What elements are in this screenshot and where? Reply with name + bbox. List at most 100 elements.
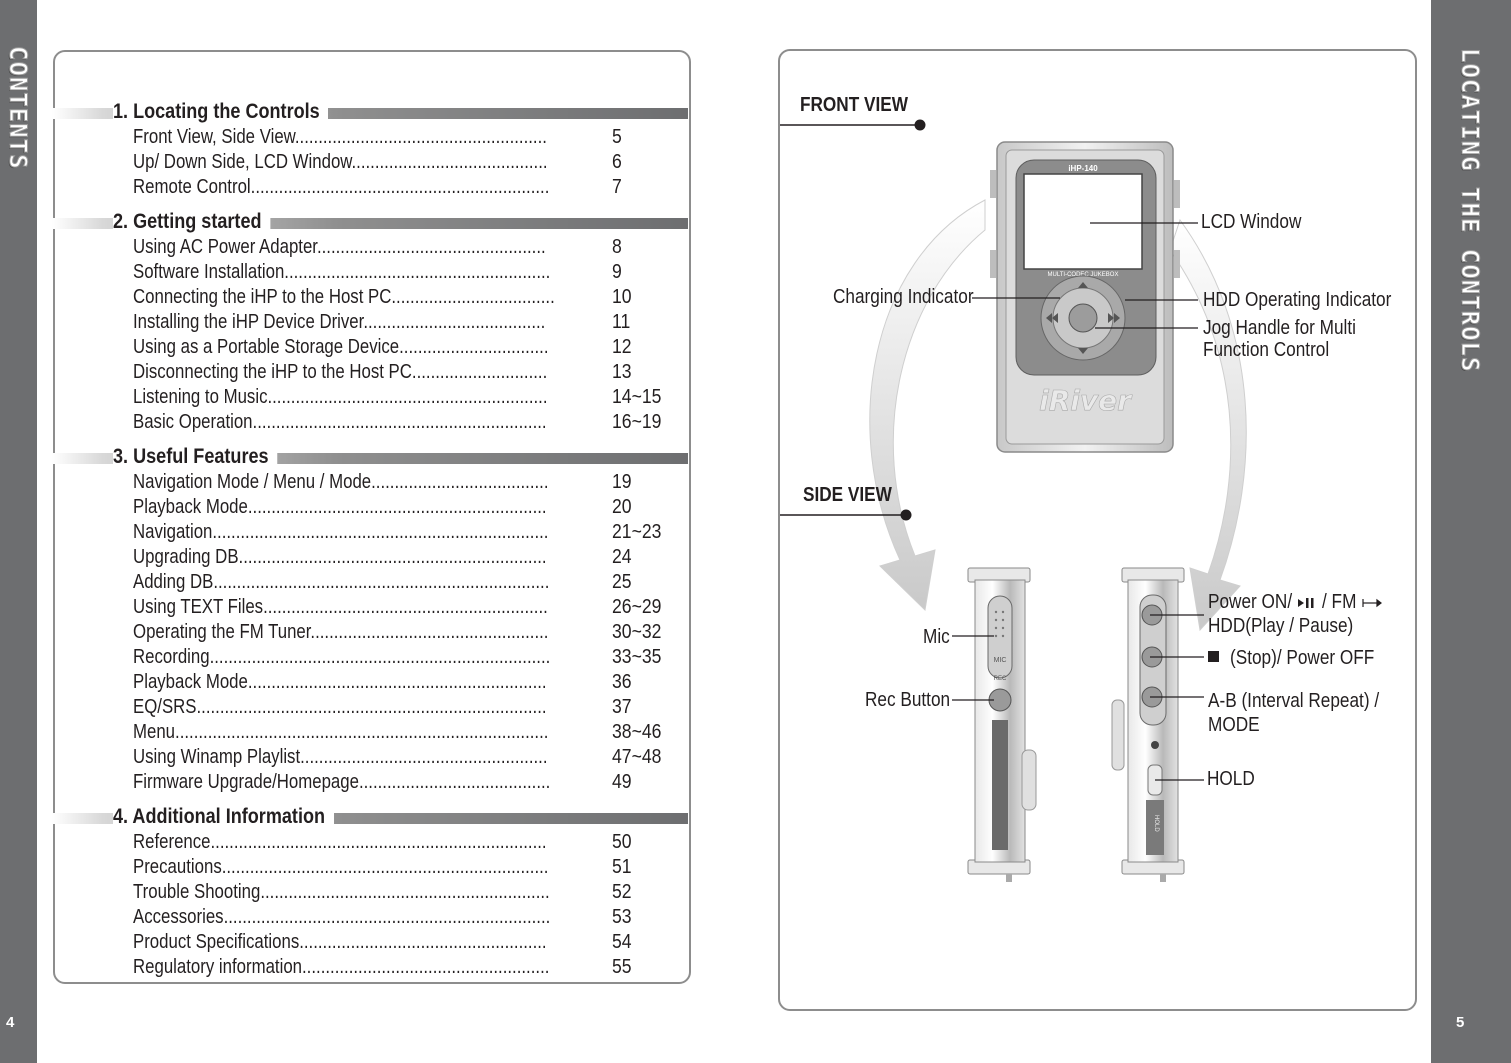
toc-entry-page: 14~15 [612, 386, 662, 408]
mic-device-text: MIC [994, 657, 1007, 664]
toc-entry[interactable]: Precautions.............................… [133, 856, 603, 881]
toc-entry-page: 33~35 [612, 646, 662, 668]
left-curved-arrow [869, 199, 986, 612]
toc-entry-label: Reference...............................… [133, 831, 547, 853]
toc-entry[interactable]: Connecting the iHP to the Host PC.......… [133, 286, 603, 311]
toc-entry[interactable]: Using Winamp Playlist...................… [133, 746, 603, 771]
toc-entry[interactable]: EQ/SRS..................................… [133, 696, 603, 721]
toc-entry-label: EQ/SRS..................................… [133, 696, 547, 718]
toc-entry[interactable]: Using AC Power Adapter..................… [133, 236, 603, 261]
toc-entry[interactable]: Recording...............................… [133, 646, 603, 671]
right-curved-arrow [1169, 218, 1247, 632]
toc-entry-page: 52 [612, 881, 632, 903]
toc-entry[interactable]: Playback Mode...........................… [133, 671, 603, 696]
toc-entry[interactable]: Using TEXT Files........................… [133, 596, 603, 621]
toc-entry-page: 55 [612, 956, 632, 978]
toc-entry-page: 8 [612, 236, 622, 258]
toc-entry[interactable]: Upgrading DB............................… [133, 546, 603, 571]
toc-entry[interactable]: Remote Control..........................… [133, 176, 603, 201]
toc-entry[interactable]: Firmware Upgrade/Homepage...............… [133, 771, 603, 796]
toc-entry[interactable]: Listening to Music......................… [133, 386, 603, 411]
toc-entry-page: 51 [612, 856, 632, 878]
lcd-window-label: LCD Window [1201, 211, 1302, 233]
toc-entry-page: 9 [612, 261, 622, 283]
hold-label: HOLD [1207, 768, 1255, 790]
toc-entry-label: Recording...............................… [133, 646, 551, 668]
toc-entry-label: Front View, Side View...................… [133, 126, 547, 148]
toc-entry-page: 5 [612, 126, 622, 148]
toc-entry-page: 6 [612, 151, 622, 173]
fm-arrow-icon [1362, 598, 1382, 608]
play-pause-icon [1298, 598, 1314, 608]
rec-button-label: Rec Button [865, 689, 951, 711]
toc-entry-page: 49 [612, 771, 632, 793]
toc-entry-label: Using AC Power Adapter..................… [133, 236, 546, 258]
toc-entry-page: 7 [612, 176, 622, 198]
ab-repeat-label-line2: MODE [1208, 714, 1260, 736]
toc-entry-page: 11 [612, 311, 631, 333]
section-title: 1. Locating the Controls [113, 100, 329, 124]
right-sidebar [1431, 0, 1511, 1063]
hold-device-text: HOLD [1153, 815, 1159, 832]
front-view-device: iHP-140 MULTI-CODEC JUKEBOX iRiver [990, 141, 1180, 453]
toc-entry[interactable]: Accessories.............................… [133, 906, 603, 931]
hdd-play-pause-label: HDD(Play / Pause) [1208, 615, 1354, 637]
hdd-indicator-label: HDD Operating Indicator [1203, 289, 1392, 311]
toc-entry-label: Listening to Music......................… [133, 386, 548, 408]
model-text: iHP-140 [1068, 164, 1098, 173]
toc-entry-label: Up/ Down Side, LCD Window...............… [133, 151, 548, 173]
toc-entry[interactable]: Using as a Portable Storage Device......… [133, 336, 603, 361]
toc-entry-label: Navigation Mode / Menu / Mode...........… [133, 471, 549, 493]
rec-device-text: REC [994, 676, 1007, 682]
toc-entry[interactable]: Regulatory information..................… [133, 956, 603, 981]
toc-entry-label: Trouble Shooting........................… [133, 881, 550, 903]
toc-entry-label: Installing the iHP Device Driver........… [133, 311, 546, 333]
toc-entry-label: Accessories.............................… [133, 906, 551, 928]
section-header-bar [52, 813, 688, 824]
side-view-title: SIDE VIEW [803, 484, 892, 506]
section-title: 3. Useful Features [113, 445, 278, 469]
left-sidebar [0, 0, 37, 1063]
mic-label: Mic [923, 626, 950, 648]
toc-entry[interactable]: Operating the FM Tuner..................… [133, 621, 603, 646]
toc-entry[interactable]: Reference...............................… [133, 831, 603, 856]
toc-entry[interactable]: Adding DB...............................… [133, 571, 603, 596]
toc-entry[interactable]: Navigation Mode / Menu / Mode...........… [133, 471, 603, 496]
toc-entry[interactable]: Software Installation...................… [133, 261, 603, 286]
toc-entry-label: Remote Control..........................… [133, 176, 550, 198]
toc-entry-label: Software Installation...................… [133, 261, 551, 283]
toc-entry-label: Connecting the iHP to the Host PC.......… [133, 286, 555, 308]
toc-entry-label: Firmware Upgrade/Homepage...............… [133, 771, 551, 793]
toc-entry[interactable]: Up/ Down Side, LCD Window...............… [133, 151, 603, 176]
toc-entry[interactable]: Menu....................................… [133, 721, 603, 746]
toc-entry[interactable]: Installing the iHP Device Driver........… [133, 311, 603, 336]
toc-entry[interactable]: Basic Operation.........................… [133, 411, 603, 436]
toc-entry-page: 13 [612, 361, 632, 383]
right-page-number: 5 [1456, 1014, 1465, 1031]
front-view-title: FRONT VIEW [800, 94, 908, 116]
toc-entry[interactable]: Front View, Side View...................… [133, 126, 603, 151]
toc-entry-label: Menu....................................… [133, 721, 549, 743]
toc-entry-page: 16~19 [612, 411, 662, 433]
toc-entry-label: Disconnecting the iHP to the Host PC....… [133, 361, 548, 383]
toc-entry-page: 30~32 [612, 621, 662, 643]
power-on-label-b: / FM [1322, 591, 1357, 613]
toc-entry[interactable]: Navigation..............................… [133, 521, 603, 546]
section-header-bar [52, 108, 688, 119]
screen-caption-text: MULTI-CODEC JUKEBOX [1048, 272, 1119, 278]
toc-entry[interactable]: Disconnecting the iHP to the Host PC....… [133, 361, 603, 386]
toc-entry-label: Playback Mode...........................… [133, 496, 547, 518]
toc-entry[interactable]: Playback Mode...........................… [133, 496, 603, 521]
toc-entry-label: Regulatory information..................… [133, 956, 550, 978]
charging-indicator-label: Charging Indicator [833, 286, 974, 308]
left-page-number: 4 [6, 1014, 15, 1031]
toc-entry-label: Using TEXT Files........................… [133, 596, 548, 618]
toc-entry-page: 19 [612, 471, 632, 493]
toc-entry[interactable]: Product Specifications..................… [133, 931, 603, 956]
toc-entry-label: Upgrading DB............................… [133, 546, 547, 568]
toc-entry-label: Product Specifications..................… [133, 931, 547, 953]
toc-entry[interactable]: Trouble Shooting........................… [133, 881, 603, 906]
toc-entry-page: 25 [612, 571, 632, 593]
brand-logo: iRiver [1039, 384, 1133, 417]
